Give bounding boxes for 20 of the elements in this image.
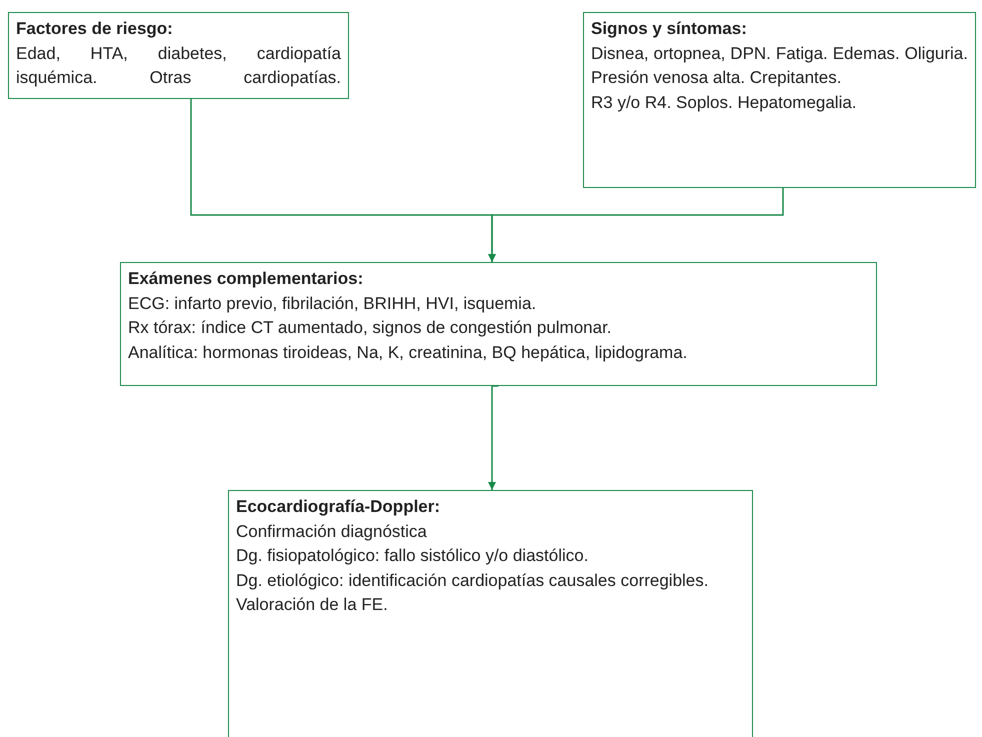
text-box xyxy=(120,262,877,386)
arrow xyxy=(488,188,784,262)
box-text: Analítica: hormonas tiroideas, Na, K, creatinina, BQ hepática, lipidograma. xyxy=(128,342,688,364)
box-text: Dg. fisiopatológico: fallo sistólico y/o diastólico. xyxy=(236,545,590,567)
box-heading: Factores de riesgo: xyxy=(16,18,174,40)
text-box xyxy=(228,490,753,737)
box-text: Dg. etiológico: identificación cardiopatías causales corregibles. xyxy=(236,570,710,592)
box-text: Rx tórax: índice CT aumentado, signos de congestión pulmonar. xyxy=(128,317,613,339)
box-heading: Ecocardiografía-Doppler: xyxy=(236,496,442,518)
text-box xyxy=(583,12,976,188)
box-text: R3 y/o R4. Soplos. Hepatomegalia. xyxy=(591,92,858,114)
arrow xyxy=(488,385,500,490)
box-text: Valoración de la FE. xyxy=(236,594,389,616)
box-text: Edad, HTA, diabetes, cardiopatía isquémica. Otras cardiopatías. xyxy=(16,42,341,89)
box-text: ECG: infarto previo, fibrilación, BRIHH, HVI, isquemia. xyxy=(128,292,538,314)
box-heading: Exámenes complementarios: xyxy=(128,268,364,290)
box-heading: Signos y síntomas: xyxy=(591,18,748,40)
box-text: Confirmación diagnóstica xyxy=(236,520,428,542)
text-box xyxy=(8,12,349,99)
box-text: Disnea, ortopnea, DPN. Fatiga. Edemas. Oliguria. Presión venosa alta. Crepitantes. xyxy=(591,42,968,89)
